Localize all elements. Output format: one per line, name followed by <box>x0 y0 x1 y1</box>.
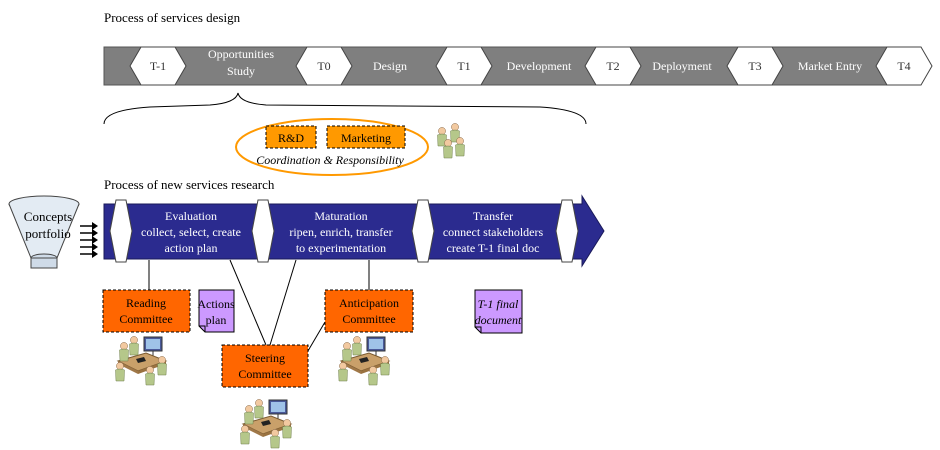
actions-plan-document: Actions plan <box>197 289 235 333</box>
phase-transfer-title: Transfer <box>473 209 513 223</box>
phase-evaluation-title: Evaluation <box>165 209 217 223</box>
steering-committee-label-line2: Committee <box>238 367 291 381</box>
phase-design: Design <box>373 59 407 73</box>
research-gate-3 <box>411 199 435 263</box>
people-group-icon <box>437 123 465 159</box>
gate-label: T-1 <box>150 59 166 73</box>
marketing-box <box>326 125 406 149</box>
phase-opportunities-study: Opportunities <box>208 47 274 61</box>
research-process-title: Process of new services research <box>104 177 275 192</box>
gate-label: T4 <box>897 59 910 73</box>
gate-t3: T3 <box>726 46 784 86</box>
phase-maturation-title: Maturation <box>314 209 367 223</box>
gate-label: T0 <box>317 59 330 73</box>
gate-label: T2 <box>606 59 619 73</box>
rd-label: R&D <box>278 131 304 145</box>
anticipation-committee-label: Anticipation <box>339 296 399 310</box>
concepts-portfolio-label-line2: portfolio <box>25 226 71 241</box>
reading-committee-label-line2: Committee <box>119 312 172 326</box>
meeting-table-icon <box>241 399 292 448</box>
final-document-label: T-1 final <box>478 297 519 311</box>
concepts-portfolio-label: Concepts <box>24 209 72 224</box>
funnel-icon <box>8 195 80 269</box>
research-gate-2 <box>251 199 275 263</box>
phase-market-entry: Market Entry <box>798 59 862 73</box>
gate-t1: T1 <box>435 46 493 86</box>
steering-committee: Steering Committee <box>221 344 309 388</box>
phase-development: Development <box>507 59 572 73</box>
phase-deployment: Deployment <box>652 59 712 73</box>
research-gate-4 <box>555 199 579 263</box>
t-minus-1-final-document: T-1 final document <box>474 289 523 334</box>
meeting-table-icon <box>339 336 390 385</box>
phase-transfer-desc: connect stakeholders <box>443 225 544 239</box>
research-gate-1 <box>109 199 133 263</box>
rd-box <box>265 125 317 149</box>
gate-t-minus-1: T-1 <box>129 46 187 86</box>
coordination-caption: Coordination & Responsibility <box>256 153 404 167</box>
meeting-table-icon <box>116 336 167 385</box>
marketing-label: Marketing <box>341 131 391 145</box>
actions-plan-label-line2: plan <box>206 313 227 327</box>
actions-plan-label: Actions <box>197 297 235 311</box>
research-process-bar <box>103 194 605 268</box>
opportunities-brace <box>103 92 587 125</box>
phase-evaluation-desc2: action plan <box>165 241 218 255</box>
input-arrows <box>80 222 98 258</box>
coordination-ellipse <box>235 118 429 176</box>
steering-committee-label: Steering <box>245 351 285 365</box>
phase-evaluation-desc: collect, select, create <box>141 225 241 239</box>
anticipation-committee-label-line2: Committee <box>342 312 395 326</box>
reading-committee: Reading Committee <box>102 289 191 333</box>
gate-t2: T2 <box>584 46 642 86</box>
phase-maturation-desc2: to experimentation <box>296 241 386 255</box>
gate-t0: T0 <box>295 46 353 86</box>
anticipation-committee: Anticipation Committee <box>324 289 414 333</box>
gate-label: T1 <box>457 59 470 73</box>
gate-t4: T4 <box>875 46 933 86</box>
gate-label: T3 <box>748 59 761 73</box>
reading-committee-label: Reading <box>126 296 166 310</box>
design-process-title: Process of services design <box>104 10 241 25</box>
phase-opportunities-study-line2: Study <box>227 64 255 78</box>
phase-maturation-desc: ripen, enrich, transfer <box>289 225 392 239</box>
phase-transfer-desc2: create T-1 final doc <box>447 241 540 255</box>
final-document-label-line2: document <box>475 313 522 327</box>
